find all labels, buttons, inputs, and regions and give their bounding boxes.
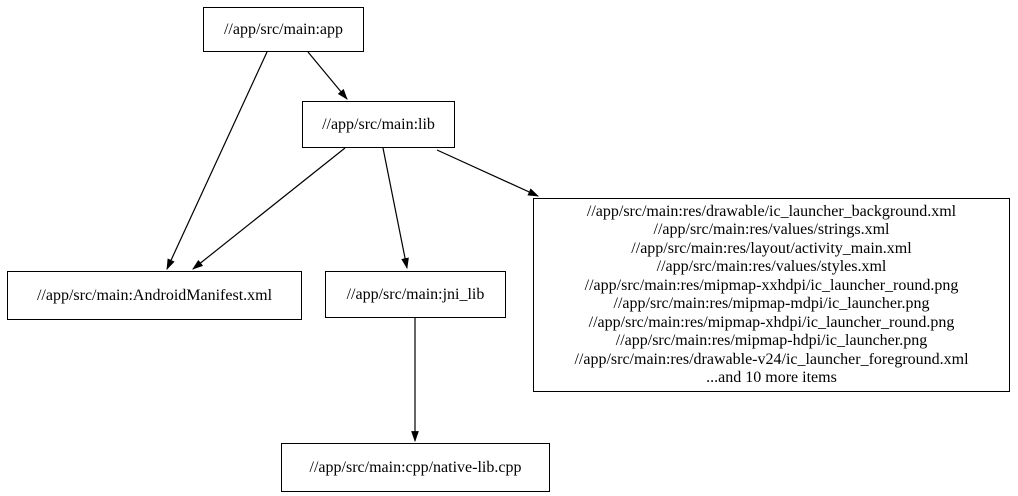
graph-node-android-manifest: //app/src/main:AndroidManifest.xml — [7, 271, 302, 320]
res-file-line: //app/src/main:res/drawable/ic_launcher_… — [586, 202, 957, 220]
node-label-android-manifest: //app/src/main:AndroidManifest.xml — [36, 286, 273, 304]
res-file-line: //app/src/main:res/mipmap-xxhdpi/ic_laun… — [584, 276, 959, 294]
node-label-lib: //app/src/main:lib — [322, 115, 435, 133]
res-file-line: //app/src/main:res/layout/activity_main.… — [631, 239, 912, 257]
edge-app-to-lib — [307, 51, 348, 100]
edge-app-to-manifest — [166, 51, 268, 270]
node-label-app: //app/src/main:app — [223, 20, 344, 38]
edge-lib-to-jni-lib — [382, 147, 409, 270]
node-label-native-lib-cpp: //app/src/main:cpp/native-lib.cpp — [309, 458, 522, 476]
res-file-line: //app/src/main:res/drawable-v24/ic_launc… — [574, 350, 969, 368]
node-label-jni-lib: //app/src/main:jni_lib — [346, 285, 485, 303]
graph-node-res-files: //app/src/main:res/drawable/ic_launcher_… — [533, 198, 1010, 392]
res-file-line: //app/src/main:res/mipmap-xhdpi/ic_launc… — [588, 313, 955, 331]
graph-node-lib: //app/src/main:lib — [302, 101, 455, 148]
res-file-line: //app/src/main:res/mipmap-mdpi/ic_launch… — [613, 295, 930, 312]
res-more-items-line: ...and 10 more items — [706, 369, 837, 386]
graph-node-jni-lib: //app/src/main:jni_lib — [325, 271, 506, 318]
graph-node-native-lib-cpp: //app/src/main:cpp/native-lib.cpp — [281, 443, 550, 492]
res-file-line: //app/src/main:res/values/styles.xml — [656, 258, 887, 275]
res-file-line: //app/src/main:res/values/strings.xml — [653, 221, 890, 238]
edge-lib-to-res-files — [436, 149, 540, 197]
res-file-line: //app/src/main:res/mipmap-hdpi/ic_launch… — [615, 332, 928, 349]
graph-node-app: //app/src/main:app — [203, 7, 364, 52]
edge-lib-to-manifest — [192, 147, 346, 270]
